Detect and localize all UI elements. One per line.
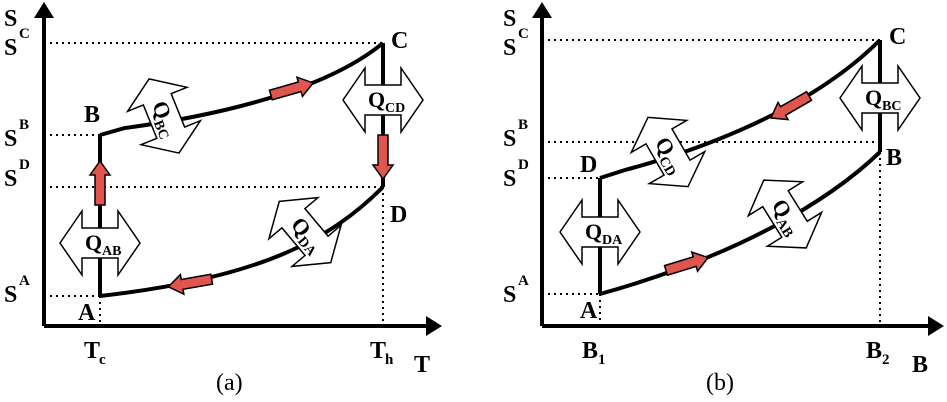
point-d-label: D	[390, 202, 407, 228]
x-tick-tc: T	[84, 338, 100, 364]
svg-text:Q: Q	[865, 85, 882, 110]
y-tick-sa-sup: A	[518, 273, 529, 289]
point-a-label: A	[78, 300, 96, 326]
y-tick-sd: S	[503, 166, 516, 192]
direction-arrow-ab	[89, 160, 111, 206]
svg-text:BC: BC	[150, 118, 171, 142]
x-tick-b1-sub: 1	[598, 352, 606, 368]
direction-arrow-cd	[765, 86, 815, 128]
heat-arrow-qcd: Q CD	[619, 100, 717, 204]
x-tick-tc-sub: c	[99, 352, 106, 368]
y-axis-letter: S	[503, 6, 516, 32]
point-a-label: A	[580, 298, 598, 324]
direction-arrow-bc	[267, 72, 317, 106]
heat-arrow-qcd: Q CD	[342, 67, 424, 133]
heat-arrow-qda: Q DA	[254, 180, 356, 284]
svg-text:CD: CD	[385, 101, 405, 116]
y-tick-sb: S	[503, 126, 516, 152]
y-tick-sd-sup: D	[518, 157, 529, 173]
y-tick-sd-sup: D	[19, 157, 30, 173]
x-axis-letter: B	[912, 352, 928, 378]
svg-text:AB: AB	[102, 244, 121, 259]
panel-b: Q DA Q CD Q BC Q AB A B C D S S C S B S …	[503, 2, 944, 396]
panel-a-axes	[34, 2, 442, 336]
x-axis-letter: T	[414, 352, 430, 378]
y-tick-sb: S	[4, 126, 17, 152]
x-tick-b1: B	[582, 338, 598, 364]
y-tick-sc-sup: C	[518, 26, 529, 42]
y-tick-sb-sup: B	[19, 117, 29, 133]
y-axis-letter: S	[4, 6, 17, 32]
heat-arrow-qda: Q DA	[559, 199, 641, 265]
panel-a-guides	[44, 42, 384, 326]
point-c-label: C	[391, 28, 408, 54]
panel-b-cycle	[598, 38, 882, 296]
x-tick-th-sub: h	[385, 352, 394, 368]
svg-text:Q: Q	[368, 87, 385, 112]
direction-arrow-cd	[372, 134, 394, 180]
direction-arrow-da	[165, 268, 215, 298]
y-tick-sb-sup: B	[518, 117, 528, 133]
heat-arrow-qbc: Q BC	[839, 65, 921, 131]
point-c-label: C	[889, 24, 906, 50]
svg-text:Q: Q	[85, 230, 102, 255]
point-b-label: B	[84, 102, 100, 128]
heat-arrow-qbc: Q BC	[118, 66, 210, 166]
svg-text:BC: BC	[882, 99, 901, 114]
x-tick-b2: B	[866, 338, 882, 364]
panel-a-cycle	[98, 41, 385, 298]
svg-text:DA: DA	[602, 233, 623, 248]
x-tick-b2-sub: 2	[882, 352, 890, 368]
point-d-label: D	[580, 152, 597, 178]
heat-arrow-qab: Q AB	[735, 162, 835, 266]
y-tick-sc: S	[4, 35, 17, 61]
y-tick-sa-sup: A	[19, 273, 30, 289]
panel-b-caption: (b)	[706, 370, 734, 396]
panel-a-caption: (a)	[216, 370, 243, 396]
y-tick-sc: S	[503, 35, 516, 61]
direction-arrow-ab	[662, 247, 712, 281]
y-tick-sa: S	[4, 282, 17, 308]
x-tick-th: T	[370, 338, 386, 364]
point-b-label: B	[886, 145, 902, 171]
y-tick-sc-sup: C	[19, 26, 30, 42]
panel-b-axes	[532, 2, 944, 336]
y-tick-sd: S	[4, 166, 17, 192]
heat-arrow-qab: Q AB	[59, 210, 141, 276]
svg-text:Q: Q	[585, 219, 602, 244]
panel-a: Q AB Q BC Q CD Q DA A B C D S S C	[4, 2, 442, 396]
y-tick-sa: S	[503, 282, 516, 308]
